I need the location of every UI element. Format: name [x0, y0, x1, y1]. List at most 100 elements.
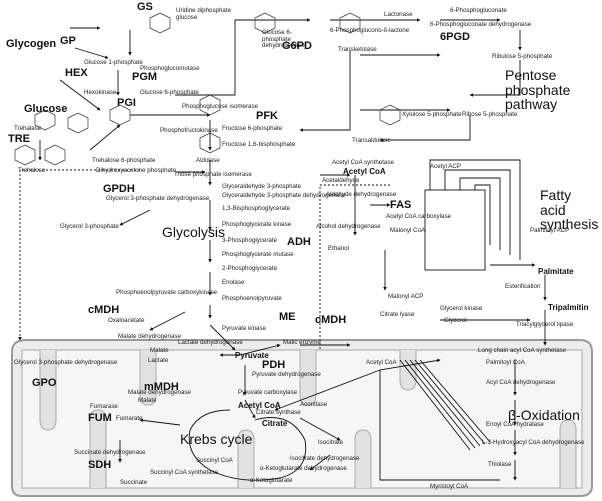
label-esterification: Esterification: [505, 283, 541, 290]
label-succinate-dh: Succinate dehydrogenase: [74, 449, 146, 456]
label-mdh-mito: Malate dehydrogenase: [128, 389, 191, 396]
label-lactate-dh: Lactate dehydrogenase: [178, 339, 243, 346]
enzyme-sdh: SDH: [88, 459, 112, 471]
label-dhap: Dihydroxyacetone phosphate: [96, 167, 177, 174]
label-glucose-6-phosphate: Glucose 6-phosphate: [140, 89, 199, 96]
label-thiolase: Thiolase: [488, 461, 512, 468]
enzyme-g6pd: G6PD: [282, 40, 312, 52]
fatty-acid-label: Fatty acid synthesis: [540, 187, 599, 233]
label-acetaldehyde: Acetaldehyde: [322, 177, 360, 184]
enzyme-adh: ADH: [287, 236, 311, 248]
label-g3p: Glyceraldehyde 3-phosphate: [222, 183, 302, 190]
label-myristoyl-coa: Myristoyl CoA: [430, 483, 469, 490]
pathway-title-fatty-acid: Fatty acid synthesis: [540, 188, 600, 232]
label-trehalose: Trehalose: [18, 167, 46, 174]
label-succinyl-coa: Succinyl CoA: [196, 457, 233, 464]
label-isocitrate: Isocitrate: [318, 439, 344, 446]
label-enoyl-coa-hydratase: Enoyl CoA hydratase: [486, 421, 544, 428]
label-glycogen: Glycogen: [6, 38, 57, 50]
label-3pg: 3-Phosphoglycerate: [222, 237, 278, 244]
label-oxaloacetate: Oxaloacetate: [108, 317, 145, 324]
label-ribulose-5p: Ribulose 5-phosphate: [492, 53, 553, 60]
enzyme-cmdh-right: cMDH: [315, 314, 347, 326]
label-pfk-enzyme: Phosphofructokinase: [160, 127, 218, 134]
enzyme-cmdh-left: cMDH: [88, 304, 120, 316]
enzyme-mmdh: mMDH: [144, 381, 179, 393]
label-pep: Phosphoenolpyruvate: [222, 295, 282, 302]
label-acetyl-coa-cyto: Acetyl CoA: [343, 167, 386, 176]
label-pgm2: Phosphoglycerate mutase: [222, 251, 294, 258]
label-alcohol-dh: Alcohol dehydrogenase: [316, 223, 381, 230]
label-aldehyde-dh: Aldehyde dehydrogenase: [326, 191, 397, 198]
label-transaldolase: Transaldolase: [352, 137, 391, 144]
label-pgi-enzyme: Phosphoglucose isomerase: [182, 103, 259, 110]
label-pepck: Phosphoenolpyruvate carboxykinase: [116, 289, 218, 296]
label-acetyl-acp: Acetyl ACP: [430, 163, 461, 170]
label-acetyl-coa-mito: Acetyl CoA: [238, 401, 281, 410]
label-glycerol-3p-dh: Glycerol 3-phosphate dehydrogenase: [14, 359, 118, 366]
label-akg: α-Ketoglutarate: [250, 477, 293, 484]
label-idh: Isocitrate dehydrogenase: [290, 455, 360, 462]
label-pyruvate-kinase: Pyruvate kinase: [222, 325, 267, 332]
label-citrate: Citrate: [262, 419, 288, 428]
enzyme-pgi: PGI: [117, 97, 136, 109]
label-acyl-coa-synthetase: Long chain acyl CoA synthetase: [478, 347, 567, 354]
enzyme-pdh: PDH: [262, 359, 286, 371]
label-glycerol: Glycerol: [444, 317, 467, 324]
label-pyruvate-carboxylase: Pyruvate carboxylase: [238, 389, 298, 396]
enzyme-me: ME: [279, 311, 296, 323]
label-2pg: 2-Phosphoglycerate: [222, 265, 278, 272]
pathway-title-glycolysis: Glycolysis: [162, 224, 226, 240]
label-palmitoyl-acp: Palmitoyl ACP: [530, 227, 570, 234]
label-transketolase: Transketolase: [338, 46, 377, 53]
enzyme-pgm: PGM: [132, 71, 158, 83]
enzyme-pfk: PFK: [256, 110, 278, 122]
enzyme-hex: HEX: [65, 67, 88, 79]
enzyme-tre: TRE: [8, 133, 30, 145]
label-pdh-enzyme: Pyruvate dehydrogenase: [252, 371, 321, 378]
label-palmitoyl-coa: Palmitoyl CoA: [486, 359, 525, 366]
pentose-phosphate-label: Pentose phosphate pathway: [505, 67, 571, 113]
label-tag-lipase: Triacylglycerol lipase: [516, 321, 574, 328]
label-enolase: Enolase: [222, 279, 245, 286]
label-glucose: Glucose: [24, 103, 68, 115]
label-acs: Acetyl CoA synthetase: [332, 159, 394, 166]
label-xylulose-5p: Xylulose 5-phosphate: [402, 111, 462, 118]
label-citrate-synthase: Citrate synthase: [256, 409, 301, 416]
label-malate-left: Malate: [150, 347, 169, 354]
label-bpg: 1,3-Bisphosphoglycerate: [222, 205, 291, 212]
label-fbp: Fructose 1,6-bisphosphate: [222, 141, 296, 148]
label-lactate: Lactate: [148, 357, 169, 364]
label-citrate-lyase: Citrate lyase: [380, 311, 415, 318]
label-trehalase: Trehalase: [14, 125, 42, 132]
label-phosphoglucomutase: Phosphoglucomutase: [140, 65, 200, 72]
label-6pgd-enzyme: 6-Phosphogluconate dehydrogenase: [430, 21, 532, 28]
label-aconitase: Aconitase: [300, 401, 328, 408]
label-ribose-5p: Ribose 5-phosphate: [462, 111, 518, 118]
label-malonyl-coa: Malonyl CoA: [390, 227, 426, 234]
label-gapdh: Glyceraldehyde 3-phosphate dehydrogenase: [222, 192, 346, 199]
label-malate-dh-left: Malate dehydrogenase: [118, 333, 181, 340]
mitochondrion: [11, 339, 593, 497]
enzyme-gpdh: GPDH: [103, 183, 135, 195]
enzyme-6pgd: 6PGD: [440, 31, 470, 43]
label-scs: Succinyl CoA synthetase: [150, 469, 219, 476]
label-malate-mito: Malate: [138, 397, 157, 404]
pathway-title-krebs: Krebs cycle: [180, 431, 253, 447]
label-acyl-coa-dh: Acyl CoA dehydrogenase: [486, 379, 556, 386]
label-malic-enzyme: Malic enzyme: [283, 339, 321, 346]
label-akgdh: α-Ketoglutarate dehydrogenase: [260, 465, 347, 472]
label-malonyl-acp: Malonyl ACP: [388, 293, 424, 300]
label-ethanol: Ethanol: [328, 245, 349, 252]
enzyme-fas: FAS: [390, 199, 412, 211]
enzyme-gs: GS: [137, 1, 153, 13]
pathway-title-beta-oxidation: β-Oxidation: [508, 407, 580, 423]
label-hexokinase: Hexokinase: [84, 89, 117, 96]
label-trehalose-6p: Trehalose 6-phosphate: [92, 157, 156, 164]
label-acetyl-coa-beta: Acetyl CoA: [366, 359, 397, 366]
enzyme-gp: GP: [60, 35, 76, 47]
label-pyruvate: Pyruvate: [235, 351, 269, 360]
enzyme-gpo: GPO: [32, 377, 57, 389]
